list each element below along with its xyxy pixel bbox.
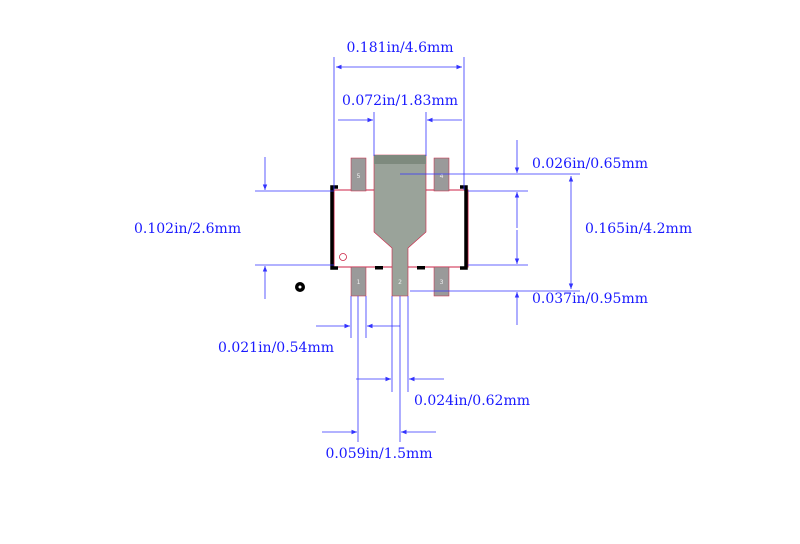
- label-lead-width: 0.021in/0.54mm: [218, 340, 334, 356]
- pin1-indicator: [339, 253, 347, 261]
- label-lead-length-top: 0.026in/0.65mm: [532, 156, 648, 172]
- tab-top-cap: [374, 155, 426, 164]
- silk-right-bracket: [460, 185, 468, 270]
- label-tab-width: 0.072in/1.83mm: [342, 93, 458, 109]
- dimension-labels: 0.181in/4.6mm 0.072in/1.83mm 0.026in/0.6…: [134, 40, 692, 462]
- dimension-lines: [255, 57, 580, 442]
- pad-1: [350, 266, 367, 297]
- tab-pad: [373, 154, 427, 297]
- label-body-height: 0.102in/2.6mm: [134, 221, 241, 237]
- silk-left-bracket: [330, 185, 338, 270]
- label-lead-length-bottom: 0.037in/0.95mm: [532, 291, 648, 307]
- pad-3: [433, 266, 450, 297]
- pin-label-1: 1: [357, 279, 361, 286]
- silk-mark-left: [375, 266, 383, 270]
- pad-5: [350, 157, 367, 192]
- label-overall-width: 0.181in/4.6mm: [346, 40, 453, 56]
- label-pitch: 0.059in/1.5mm: [325, 446, 432, 462]
- silk-mark-right: [417, 266, 425, 270]
- label-center-lead-width: 0.024in/0.62mm: [414, 393, 530, 409]
- label-overall-height: 0.165in/4.2mm: [585, 221, 692, 237]
- pin-label-5: 5: [357, 173, 361, 180]
- component-footprint: 5 4 1 2 3: [330, 154, 469, 297]
- pin-label-3: 3: [440, 279, 444, 286]
- pin-label-2: 2: [398, 279, 402, 286]
- origin-marker: [295, 282, 305, 292]
- pin-label-4: 4: [440, 173, 444, 180]
- pad-4: [433, 157, 450, 192]
